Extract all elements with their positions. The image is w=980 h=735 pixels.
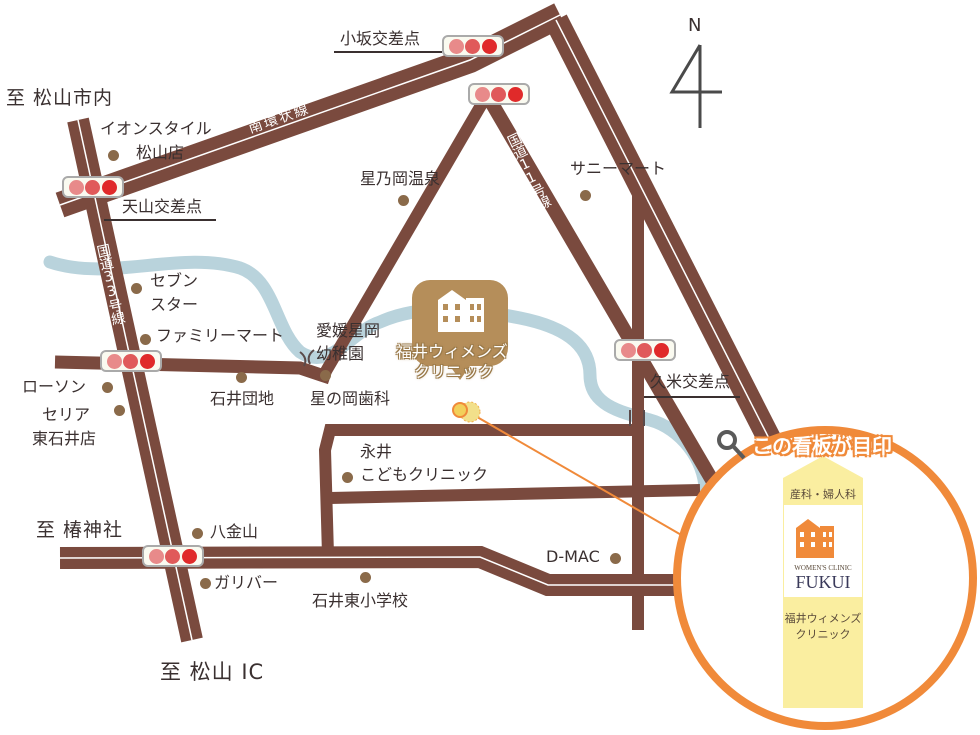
poi-dot-hakkinzan bbox=[192, 528, 203, 539]
intersection-kume: 久米交差点 bbox=[650, 372, 731, 391]
place-familymart: ファミリーマート bbox=[156, 326, 285, 345]
poi-dot-aeon bbox=[108, 150, 119, 161]
signal-kosaka bbox=[442, 35, 504, 57]
poi-dot-nagai-clinic bbox=[342, 472, 353, 483]
underline-kosaka bbox=[334, 51, 442, 53]
place-gulliver: ガリバー bbox=[214, 573, 279, 592]
direction-matsuyama-ic: 至 松山 IC bbox=[160, 660, 265, 684]
place-ishii-higashi-school: 石井東小学校 bbox=[312, 591, 409, 610]
road-west bbox=[54, 355, 333, 385]
clinic-label-line1: 福井ウィメンズ bbox=[396, 342, 508, 361]
signboard-en-big: FUKUI bbox=[795, 572, 851, 592]
place-hoshinooka-dental: 星の岡歯科 bbox=[310, 389, 391, 408]
poi-dot-sunny-mart bbox=[580, 190, 591, 201]
place-ishii-danchi: 石井団地 bbox=[210, 389, 275, 408]
place-nagai-line1: 永井 bbox=[360, 442, 393, 461]
direction-matsuyama-city: 至 松山市内 bbox=[6, 87, 114, 109]
place-seven-line1: セブン bbox=[150, 271, 199, 290]
place-ehime-kg-line1: 愛媛星岡 bbox=[316, 321, 381, 340]
road-inner bbox=[318, 424, 635, 556]
intersection-kosaka: 小坂交差点 bbox=[340, 29, 421, 48]
signal-kume bbox=[614, 339, 676, 361]
callout-leader bbox=[464, 409, 691, 541]
poi-dot-dmac bbox=[610, 553, 621, 564]
callout-title: この看板が目印 bbox=[752, 434, 892, 458]
place-lawson: ローソン bbox=[22, 377, 87, 396]
clinic-label-line2: クリニック bbox=[414, 362, 495, 381]
signboard-top: 産科・婦人科 bbox=[790, 488, 856, 501]
north-arrow-icon bbox=[669, 44, 722, 128]
clinic-building-icon bbox=[438, 290, 484, 332]
clinic-location-dot bbox=[452, 402, 468, 418]
place-ehime-kg-line2: 幼稚園 bbox=[316, 344, 365, 363]
road-triangle-left bbox=[316, 91, 493, 382]
place-seria-line2: 東石井店 bbox=[32, 429, 97, 448]
poi-dot-seven-star bbox=[131, 283, 142, 294]
signal-tenzan bbox=[62, 176, 124, 198]
poi-dot-seria bbox=[114, 405, 125, 416]
intersection-tenzan: 天山交差点 bbox=[122, 197, 203, 216]
place-nagai-line2: こどもクリニック bbox=[360, 465, 489, 484]
poi-dot-ehime-kindergarten bbox=[320, 370, 331, 381]
compass-letter: N bbox=[688, 15, 702, 36]
signal-west bbox=[100, 350, 162, 372]
poi-dot-hoshinooka-onsen bbox=[398, 195, 409, 206]
place-seven-line2: スター bbox=[150, 295, 199, 314]
place-aeon-line1: イオンスタイル bbox=[100, 119, 212, 138]
signal-triangle-apex bbox=[468, 83, 530, 105]
direction-tsubaki-shrine: 至 椿神社 bbox=[36, 519, 124, 541]
signboard-jp-line1: 福井ウィメンズ bbox=[784, 612, 862, 625]
poi-dot-ishii-danchi bbox=[236, 372, 247, 383]
underline-kume bbox=[644, 396, 740, 398]
magnifier-icon bbox=[717, 430, 746, 460]
road-inner-mid bbox=[329, 484, 701, 504]
poi-dot-familymart bbox=[140, 334, 151, 345]
place-hoshinooka-onsen: 星乃岡温泉 bbox=[360, 169, 441, 188]
place-hakkinzan: 八金山 bbox=[210, 522, 259, 541]
signboard-building-icon bbox=[796, 519, 834, 558]
poi-dot-gulliver bbox=[200, 578, 211, 589]
place-sunny-mart: サニーマート bbox=[570, 159, 667, 178]
underline-tenzan bbox=[104, 219, 216, 221]
road-triangle-right bbox=[480, 91, 719, 484]
poi-dot-lawson bbox=[102, 382, 113, 393]
signal-bottom bbox=[142, 545, 204, 567]
poi-dot-ishii-higashi-school bbox=[360, 572, 371, 583]
place-aeon-line2: 松山店 bbox=[136, 143, 185, 162]
bridge-marks bbox=[299, 349, 645, 426]
clinic-pin bbox=[412, 280, 508, 380]
signboard-jp-line2: クリニック bbox=[795, 628, 851, 641]
signboard-en-small: WOMEN'S CLINIC bbox=[794, 564, 852, 572]
place-seria-line1: セリア bbox=[42, 405, 91, 424]
place-dmac: D-MAC bbox=[546, 547, 600, 566]
